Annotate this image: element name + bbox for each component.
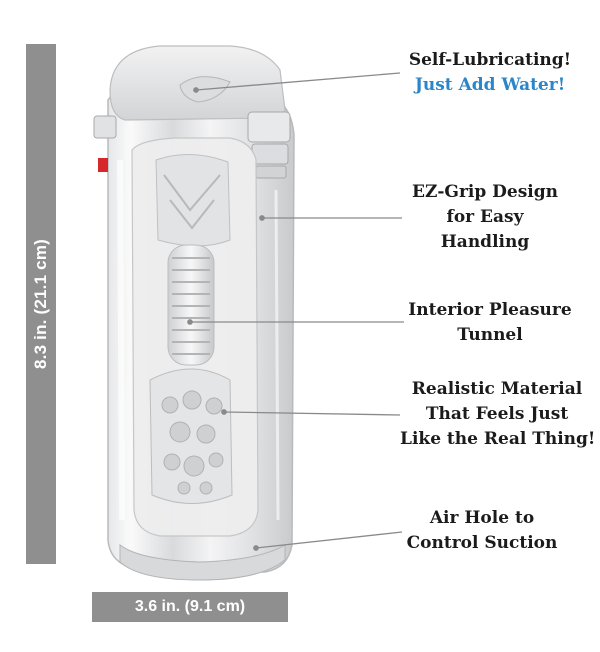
- callout-line: Control Suction: [406, 533, 558, 553]
- clear-sleeve-product-image: [93, 45, 295, 581]
- callout-interior-tunnel: Interior Pleasure Tunnel: [404, 298, 576, 348]
- callout-line-accent: Just Add Water!: [414, 75, 566, 95]
- callout-line: Realistic Material: [411, 379, 583, 399]
- callout-line: for Easy: [446, 207, 524, 227]
- height-dimension-label: 8.3 in. (21.1 cm): [31, 238, 50, 370]
- callout-line: Interior Pleasure: [408, 300, 572, 320]
- callout-line: Like the Real Thing!: [400, 429, 596, 449]
- callout-line: Self-Lubricating!: [408, 50, 572, 70]
- callout-air-hole: Air Hole to Control Suction: [402, 506, 562, 556]
- callout-self-lubricating: Self-Lubricating! Just Add Water!: [400, 48, 580, 98]
- height-dimension-bar: [26, 44, 56, 564]
- callout-line: That Feels Just: [425, 404, 569, 424]
- callout-line: Tunnel: [457, 325, 523, 345]
- width-dimension-bar: 3.6 in. (9.1 cm): [92, 592, 288, 622]
- callout-line: EZ-Grip Design: [412, 182, 558, 202]
- callout-ez-grip: EZ-Grip Design for Easy Handling: [400, 180, 570, 255]
- callout-line: Air Hole to: [429, 508, 535, 528]
- callout-realistic-material: Realistic Material That Feels Just Like …: [400, 377, 596, 452]
- callout-line: Handling: [440, 232, 530, 252]
